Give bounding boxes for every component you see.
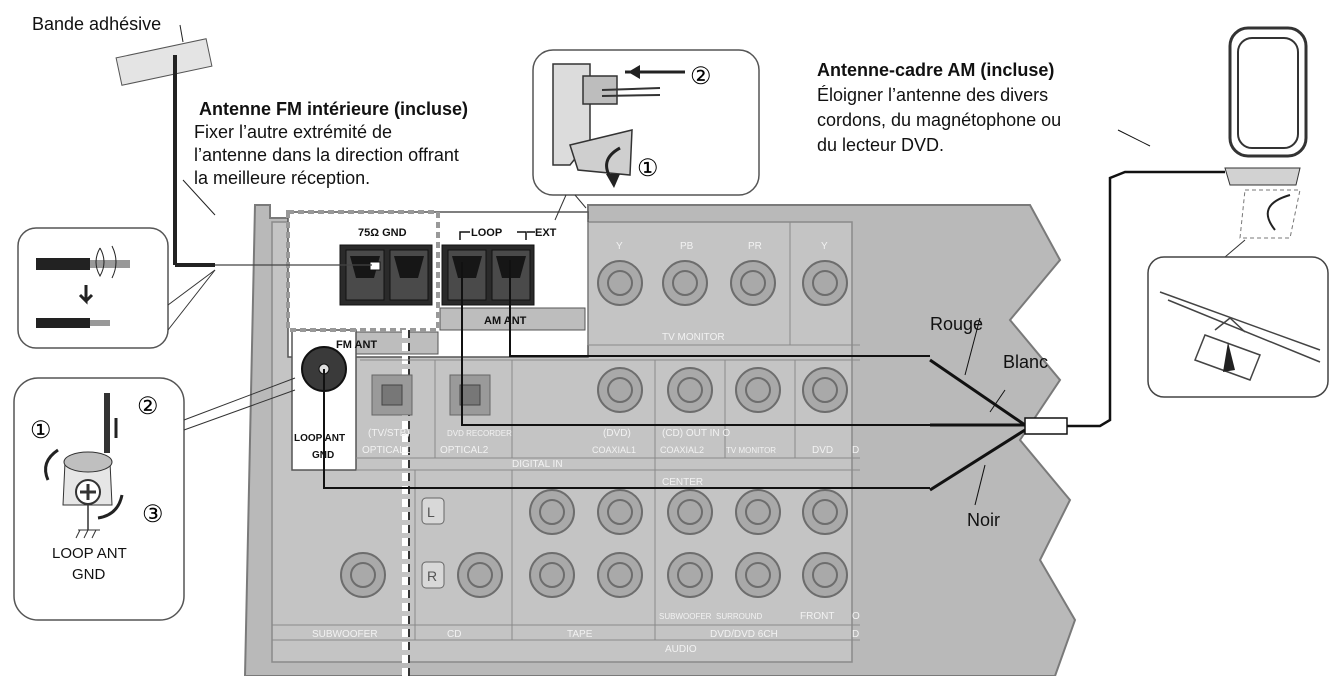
o-label: O [852, 611, 860, 622]
knob-step-2: ② [137, 393, 159, 420]
d-label: D [852, 445, 859, 456]
terminal-inset: ② ① [532, 49, 760, 221]
tape-label: TAPE [567, 629, 593, 640]
digital-in-label: DIGITAL IN [512, 459, 563, 470]
wire-strip-inset [17, 227, 216, 349]
fm-antenna-title: Antenne FM intérieure (incluse) [199, 99, 469, 119]
fm-antenna-line-1: Fixer l’autre extrémité de [194, 122, 393, 142]
cd-out-in-label: (CD) OUT IN O [662, 428, 730, 439]
pb-label: PB [680, 241, 694, 252]
d2-label: D [852, 629, 859, 640]
loop-label: LOOP [471, 227, 502, 239]
am-antenna-line-3: du lecteur DVD. [817, 135, 945, 155]
tape-label-text: Bande adhésive [32, 14, 162, 34]
ext-label: EXT [535, 227, 557, 239]
fm-ant-label: FM ANT [336, 339, 377, 351]
subwoofer-small-label: SUBWOOFER [659, 612, 712, 621]
optical2-label: OPTICAL2 [440, 445, 489, 456]
ohm-gnd-label: 75Ω GND [358, 227, 407, 239]
l-label: L [427, 504, 435, 520]
loop-ant-panel-label: LOOP ANT [294, 433, 345, 444]
tv-monitor-label: TV MONITOR [662, 332, 725, 343]
dvd-paren-label: (DVD) [603, 428, 631, 439]
am-ant-label: AM ANT [484, 315, 527, 327]
coaxial1-label: COAXIAL1 [592, 445, 636, 455]
rear-panel: 75Ω GND LOOP EXT FM ANT AM ANT LOOP ANT … [243, 204, 1077, 676]
dvd-6ch-label: DVD/DVD 6CH [710, 629, 778, 640]
dvd-recorder-label: DVD RECORDER [447, 429, 512, 438]
gnd-knob-inset: ① ② ③ [13, 377, 296, 621]
am-antenna-line-1: Éloigner l’antenne des divers [817, 85, 1049, 105]
dvd-label: DVD [812, 445, 833, 456]
front-label: FRONT [800, 611, 834, 622]
step-2-marker: ② [690, 63, 712, 90]
tv-stb-label: (TV/STB) [368, 428, 410, 439]
tv-monitor-small-label: TV MONITOR [726, 446, 776, 455]
coaxial2-label: COAXIAL2 [660, 445, 704, 455]
y2-label: Y [821, 241, 828, 252]
cd-label: CD [447, 629, 461, 640]
step-1-marker: ① [637, 155, 659, 182]
wire-rouge-label: Rouge [930, 314, 984, 334]
subwoofer-label: SUBWOOFER [312, 629, 378, 640]
pr-label: PR [748, 241, 762, 252]
loop-ant-gnd-label-2: GND [72, 566, 106, 583]
loop-ant-gnd-label-1: LOOP ANT [52, 545, 127, 562]
am-antenna-title: Antenne-cadre AM (incluse) [817, 60, 1055, 80]
y-label: Y [616, 241, 623, 252]
audio-label: AUDIO [665, 644, 697, 655]
surround-label: SURROUND [716, 612, 762, 621]
wire-noir-label: Noir [967, 510, 1001, 530]
center-label: CENTER [662, 477, 703, 488]
fm-antenna-line-3: la meilleure réception. [194, 168, 371, 188]
am-loop-antenna [1147, 26, 1329, 398]
knob-step-3: ③ [142, 501, 164, 528]
fm-antenna-line-2: l’antenne dans la direction offrant [194, 145, 459, 165]
fm-antenna [115, 24, 372, 267]
r-label: R [427, 568, 437, 584]
am-antenna-line-2: cordons, du magnétophone ou [817, 110, 1062, 130]
optical1-label: OPTICAL1 [362, 445, 411, 456]
wire-blanc-label: Blanc [1003, 352, 1049, 372]
am-cables [323, 129, 1225, 506]
knob-step-1: ① [30, 417, 52, 444]
